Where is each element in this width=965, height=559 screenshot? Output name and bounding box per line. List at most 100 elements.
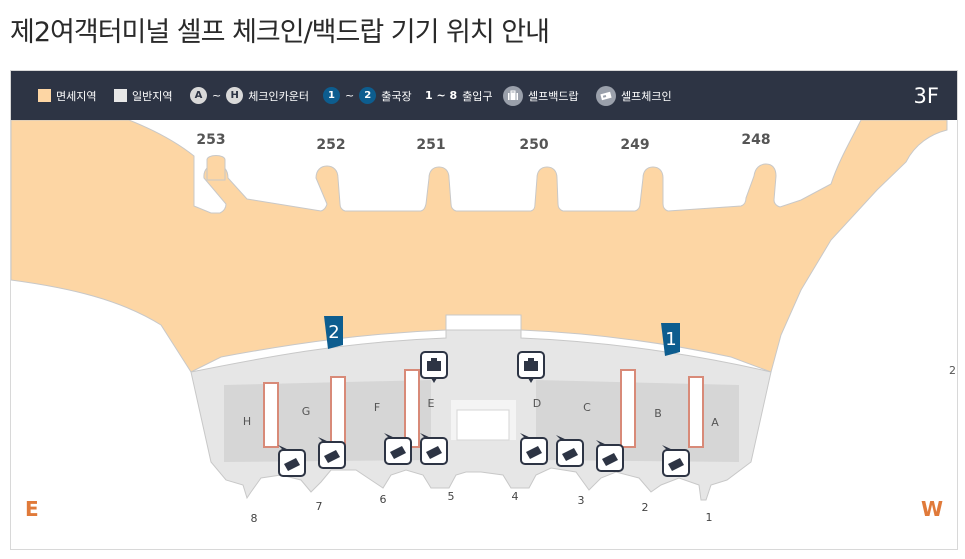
luggage-icon [427,358,441,371]
self-checkin-kiosk-icon[interactable] [420,433,448,465]
kiosk-pointer [528,378,534,383]
counter-shelf-e [404,369,420,448]
counter-shelf-c [620,369,636,448]
self-checkin-kiosk-icon[interactable] [520,433,548,465]
ticket-icon [426,446,442,459]
pier-253-dot [206,155,226,181]
entrance-6-label: 6 [380,493,387,506]
ticket-icon [596,85,616,106]
general-swatch [114,89,127,102]
legend-checkin-label: 셀프체크인 [621,89,672,103]
entrance-3-label: 3 [578,494,585,507]
kiosk-pointer [318,437,329,442]
departure-tilde: ~ [345,89,355,102]
departure-to-badge: 2 [359,87,377,104]
ticket-icon [324,450,340,463]
self-bagdrop-kiosk-icon[interactable] [420,351,448,383]
luggage-icon [524,358,538,371]
counter-b-label: B [654,407,662,420]
legend-counter-label: 체크인카운터 [248,89,309,103]
duty-free-area [11,120,948,373]
legend-general: 일반지역 [114,71,172,120]
departure-1-badge: 1 [661,323,680,356]
counter-shelf-h [263,382,279,448]
gate-249-label: 249 [620,137,649,153]
floor-label: 3F [913,83,939,108]
entrance-range: 1 ~ 8 [425,89,458,102]
legend-counter: A ~ H 체크인카운터 [190,71,309,120]
direction-east: E [25,497,39,521]
legend-entrance: 1 ~ 8 출입구 [425,71,493,120]
legend-duty-free-label: 면세지역 [56,89,97,103]
direction-west: W [921,497,943,521]
luggage-icon [503,85,523,106]
kiosk-icons [278,351,690,477]
counter-f-label: F [374,401,380,414]
edge-label: 2 [949,364,956,377]
departure-flag-shape [324,316,343,349]
terminal-map: 면세지역 일반지역 A ~ H 체크인카운터 1 ~ 2 출국장 1 ~ 8 출… [10,70,958,550]
departure-from-badge: 1 [323,87,340,104]
ticket-icon [562,448,578,461]
legend-departure-label: 출국장 [381,89,412,103]
gate-250-label: 250 [519,137,548,153]
entrance-4-label: 4 [512,490,519,503]
gate-251-label: 251 [416,137,445,153]
legend-general-label: 일반지역 [132,89,173,103]
counter-from-badge: A [190,87,207,104]
duty-free-swatch [38,89,51,102]
counter-d-label: D [533,397,541,410]
counter-shelf-g [330,376,346,448]
legend-bagdrop: 셀프백드랍 [503,71,579,120]
legend-duty-free: 면세지역 [38,71,96,120]
kiosk-pointer [662,445,673,450]
self-bagdrop-kiosk-icon[interactable] [517,351,545,383]
self-checkin-kiosk-icon[interactable] [662,445,690,477]
legend-bagdrop-label: 셀프백드랍 [528,89,579,103]
page-title: 제2여객터미널 셀프 체크인/백드랍 기기 위치 안내 [10,17,550,48]
legend-entrance-label: 출입구 [462,89,493,103]
kiosk-pointer [520,433,531,438]
ticket-icon [602,453,618,466]
counter-shelves [263,369,704,448]
counter-tilde: ~ [212,89,222,102]
counter-e-label: E [428,397,435,410]
gate-248-label: 248 [741,132,770,148]
ticket-icon [526,446,542,459]
counter-c-label: C [583,401,591,414]
kiosk-pointer [431,378,437,383]
legend-departure: 1 ~ 2 출국장 [323,71,412,120]
ticket-icon [668,458,684,471]
entrance-8-label: 8 [251,512,258,525]
kiosk-pointer [420,433,431,438]
counter-a-label: A [711,416,719,429]
legend-bar: 면세지역 일반지역 A ~ H 체크인카운터 1 ~ 2 출국장 1 ~ 8 출… [11,71,957,120]
central-hall-block [456,409,510,441]
entrance-5-label: 5 [448,490,455,503]
entrance-1-label: 1 [706,511,713,524]
departure-2-number: 2 [328,322,339,343]
departure-2-badge: 2 [324,316,343,349]
ticket-icon [284,458,300,471]
self-checkin-kiosk-icon[interactable] [278,445,306,477]
self-checkin-kiosk-icon[interactable] [556,435,584,467]
kiosk-pointer [384,433,395,438]
entrance-2-label: 2 [642,501,649,514]
departure-1-number: 1 [665,329,676,350]
gate-253-label: 253 [196,132,225,148]
ticket-icon [390,446,406,459]
counter-to-badge: H [226,87,244,104]
self-checkin-kiosk-icon[interactable] [596,440,624,472]
self-checkin-kiosk-icon[interactable] [384,433,412,465]
kiosk-pointer [556,435,567,440]
self-checkin-kiosk-icon[interactable] [318,437,346,469]
kiosk-pointer [278,445,289,450]
legend-checkin: 셀프체크인 [596,71,672,120]
departure-flag-shape [661,323,680,356]
counter-h-label: H [243,415,251,428]
